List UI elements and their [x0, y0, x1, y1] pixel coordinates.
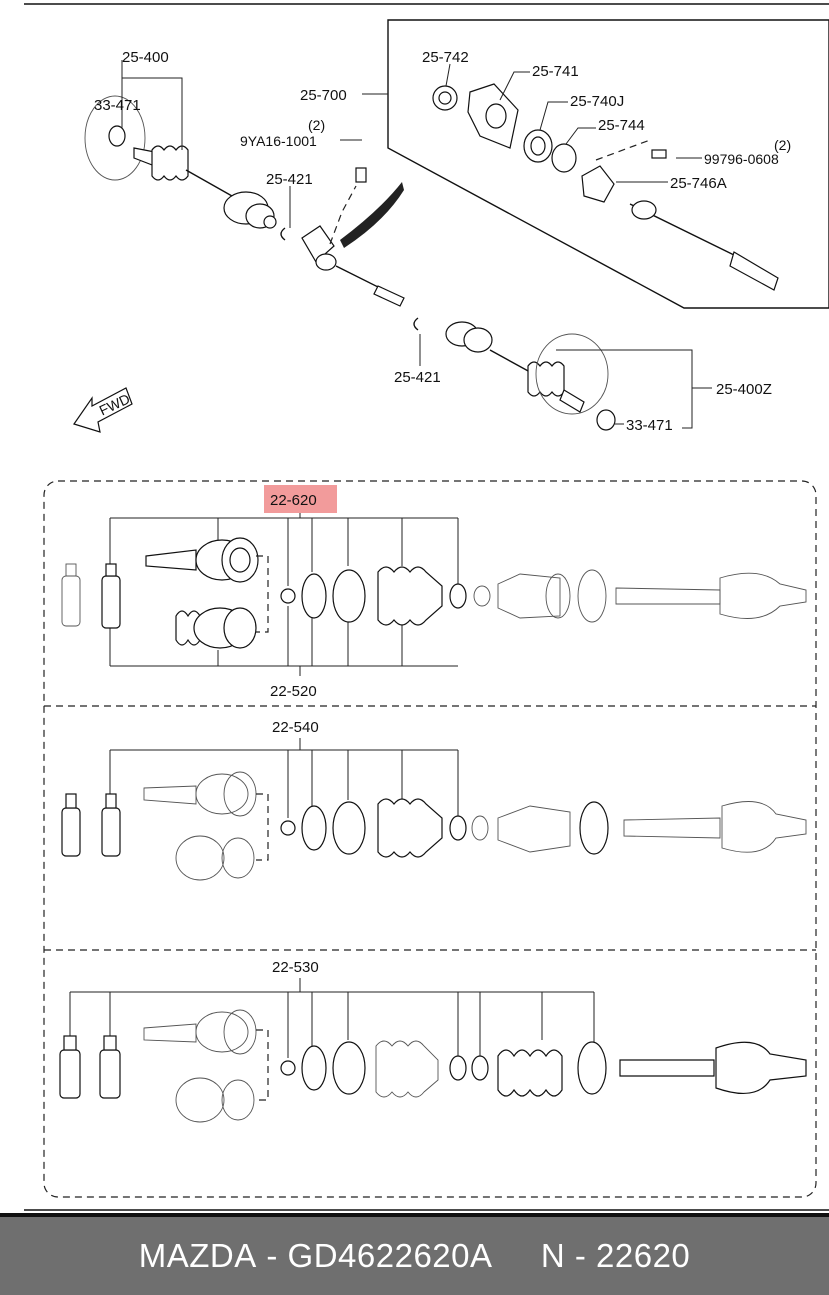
intermediate-shaft: [301, 167, 405, 307]
bearing-assembly: [432, 83, 779, 291]
kit-panel-frame: [43, 480, 817, 1198]
footer-brand: MAZDA: [138, 1237, 257, 1274]
label-25-421-top: 25-421: [266, 171, 313, 188]
kit-panel-1: 22-620 22-520: [61, 485, 807, 700]
label-25-421-bottom: 25-421: [394, 369, 441, 386]
inset-box-25-700: [387, 19, 829, 309]
footer-group: N - 22620: [540, 1237, 691, 1274]
label-25-744: 25-744: [598, 117, 645, 134]
footer-gap: [493, 1237, 541, 1275]
footer-caption: MAZDA - GD4622620A N - 22620: [0, 1213, 829, 1295]
label-25-742: 25-742: [422, 49, 469, 66]
label-qty-2-right: (2): [774, 137, 791, 153]
kit-panel-3: 22-530: [59, 959, 807, 1123]
label-22-620: 22-620: [270, 492, 317, 509]
label-99796-0608: 99796-0608: [704, 151, 779, 167]
snap-ring-25-421-top: [280, 227, 286, 241]
label-22-530: 22-530: [272, 959, 319, 976]
footer-sep: -: [256, 1237, 288, 1274]
label-33-471-left: 33-471: [94, 97, 141, 114]
parts-diagram: FWD 25-400 33-471 25-700 (2) 9YA16-1001 …: [24, 3, 829, 1211]
label-25-400: 25-400: [122, 49, 169, 66]
fwd-arrow-icon: FWD: [73, 387, 133, 433]
fwd-label: FWD: [97, 390, 133, 418]
leader-lines-top: [121, 60, 712, 429]
label-9ya16-1001: 9YA16-1001: [240, 133, 317, 149]
label-25-746a: 25-746A: [670, 175, 727, 192]
label-22-520: 22-520: [270, 683, 317, 700]
label-33-471-right: 33-471: [626, 417, 673, 434]
highlight-22-620: [264, 485, 337, 513]
kit-panel-2: 22-540: [61, 719, 807, 881]
footer-part-number: GD4622620A: [287, 1237, 493, 1274]
label-25-740j: 25-740J: [570, 93, 624, 110]
driveshaft-left: [84, 95, 277, 229]
label-25-700: 25-700: [300, 87, 347, 104]
driveshaft-right: [413, 317, 616, 431]
label-25-400z: 25-400Z: [716, 381, 772, 398]
label-22-540: 22-540: [272, 719, 319, 736]
label-25-741: 25-741: [532, 63, 579, 80]
label-qty-2-left: (2): [308, 117, 325, 133]
